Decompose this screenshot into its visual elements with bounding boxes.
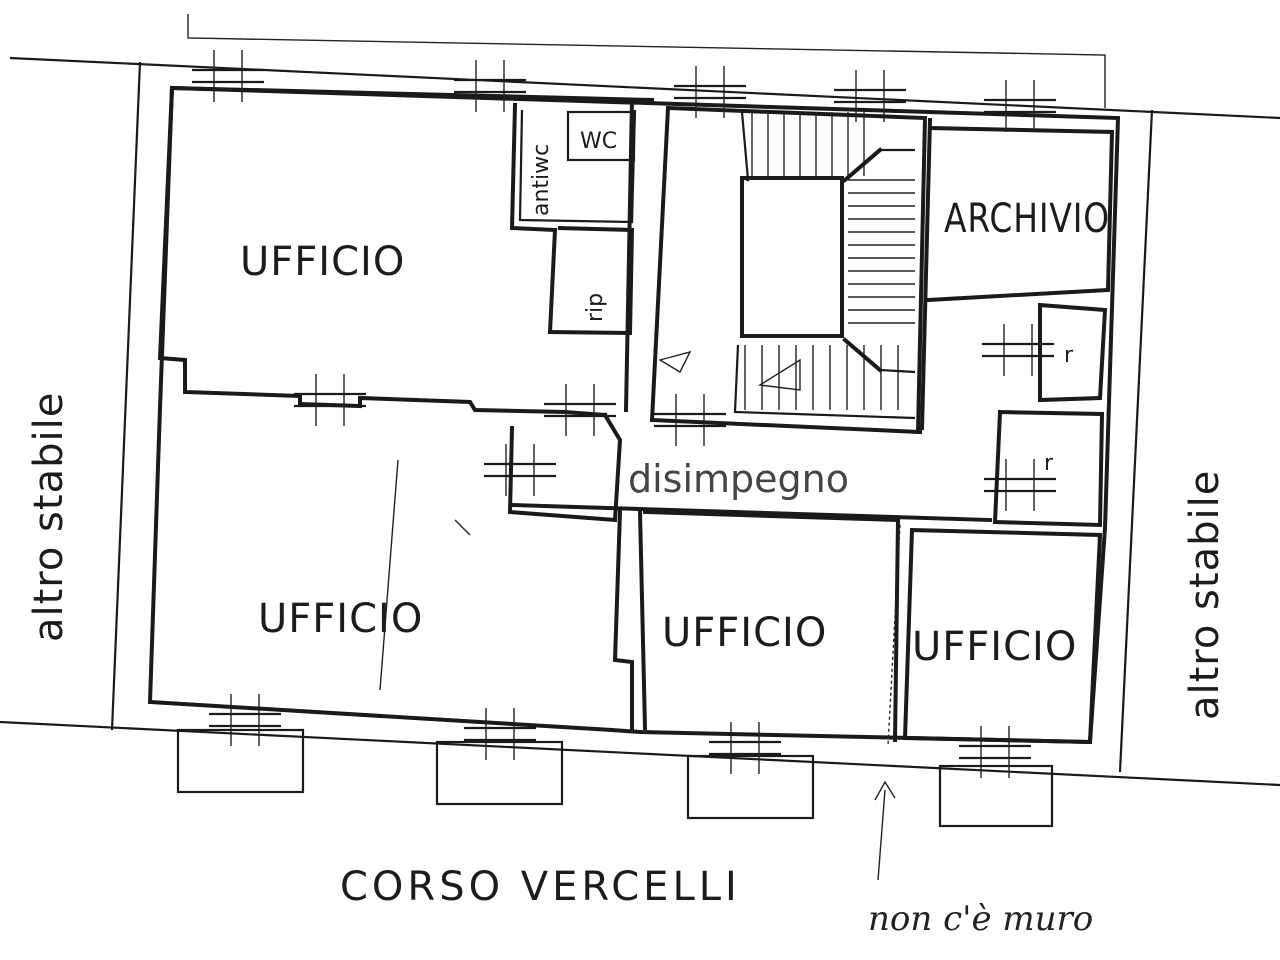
- property-boundary: [0, 14, 1280, 787]
- stair-treads: [744, 112, 915, 410]
- stair-core: [649, 105, 928, 435]
- street-label: CORSO VERCELLI: [340, 864, 741, 910]
- neighbour-label-left: altro stabile: [26, 392, 72, 642]
- room-label-wc: WC: [580, 129, 617, 154]
- room-label-office-bottom-center: UFFICIO: [662, 610, 827, 656]
- room-label-office-top-left: UFFICIO: [240, 239, 405, 285]
- room-label-corridor: disimpegno: [628, 457, 849, 501]
- south-rooms-walls: [507, 412, 1103, 746]
- neighbour-label-right: altro stabile: [1182, 470, 1228, 720]
- office-top-left-walls: [157, 85, 655, 418]
- handwritten-note: non c'è muro: [868, 899, 1093, 939]
- room-label-office-bottom-left: UFFICIO: [258, 596, 423, 642]
- room-label-archive: ARCHIVIO: [944, 196, 1110, 242]
- room-label-rip: rip: [583, 293, 608, 322]
- window-markers: [192, 50, 1056, 778]
- room-label-r-lower: r: [1044, 451, 1054, 476]
- balconies: [176, 728, 1054, 828]
- room-label-r-upper: r: [1064, 343, 1074, 368]
- room-label-office-bottom-right: UFFICIO: [912, 624, 1077, 670]
- right-block-walls: [919, 117, 1115, 528]
- detail-marks: [379, 350, 896, 881]
- room-label-antiwc: antiwc: [529, 144, 554, 216]
